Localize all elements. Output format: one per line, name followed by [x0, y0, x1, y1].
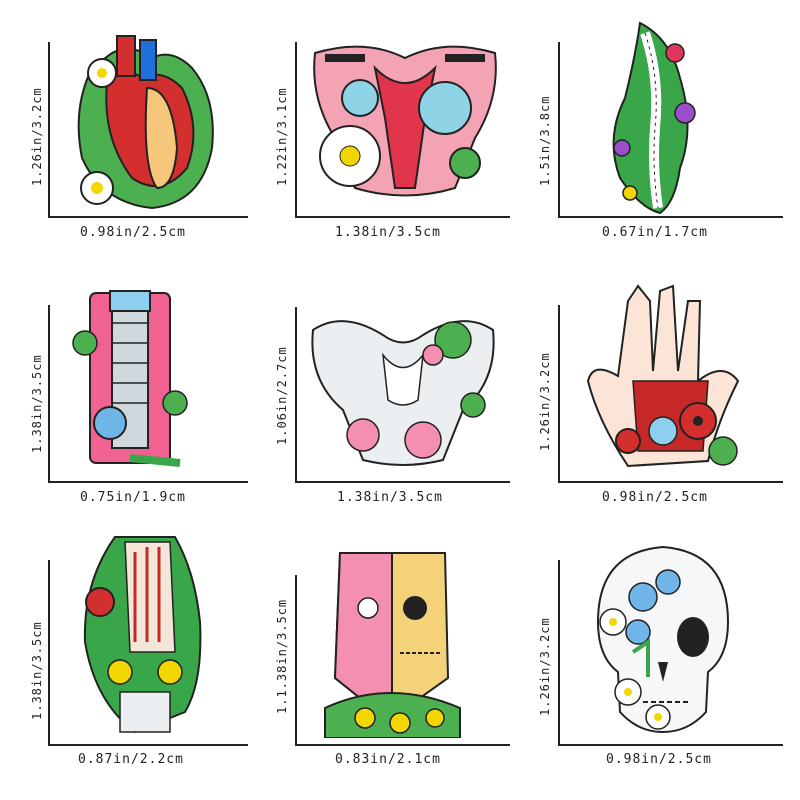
pelvis-pin-image [311, 320, 495, 466]
height-label: 1.26in/3.2cm [30, 87, 44, 186]
width-label: 0.83in/2.1cm [335, 752, 441, 767]
width-label: 0.87in/2.2cm [78, 752, 184, 767]
spine-pin-image [612, 21, 696, 215]
heart-pin-image [77, 35, 214, 210]
height-dimension-line [48, 305, 50, 483]
width-dimension-line [48, 216, 248, 218]
height-label: 1.38in/3.5cm [30, 354, 44, 453]
pin-card-hand: 1.26in/3.2cm 0.98in/2.5cm [538, 265, 800, 525]
height-label: 1.26in/3.2cm [538, 352, 552, 451]
width-dimension-line [558, 216, 783, 218]
height-dimension-line [558, 560, 560, 746]
width-label: 1.38in/3.5cm [335, 225, 441, 240]
pin-card-throat: 1.38in/3.5cm 0.75in/1.9cm [0, 265, 260, 525]
height-label: 1.22in/3.1cm [275, 87, 289, 186]
throat-pin-image [72, 290, 188, 467]
pin-card-uterus: 1.22in/3.1cm 1.38in/3.5cm [265, 0, 525, 260]
width-label: 0.98in/2.5cm [602, 490, 708, 505]
width-dimension-line [295, 744, 510, 746]
height-label: 1.26in/3.2cm [538, 617, 552, 716]
height-label: 1.06in/2.7cm [275, 346, 289, 445]
head-pin-image [324, 552, 461, 738]
width-dimension-line [48, 744, 248, 746]
pin-card-foot: 1.38in/3.5cm 0.87in/2.2cm [0, 530, 260, 790]
height-label: 1.1.38in/3.5cm [275, 598, 289, 714]
pin-card-heart: 1.26in/3.2cm 0.98in/2.5cm [0, 0, 260, 260]
height-dimension-line [295, 575, 297, 746]
foot-pin-image [83, 536, 202, 734]
height-label: 1.38in/3.5cm [30, 621, 44, 720]
height-dimension-line [295, 42, 297, 218]
width-dimension-line [295, 216, 510, 218]
width-label: 0.98in/2.5cm [80, 225, 186, 240]
hand-pin-image [586, 284, 740, 468]
height-label: 1.5in/3.8cm [538, 95, 552, 186]
width-dimension-line [48, 481, 248, 483]
width-label: 0.75in/1.9cm [80, 490, 186, 505]
pin-card-spine: 1.5in/3.8cm 0.67in/1.7cm [538, 0, 800, 260]
width-label: 1.38in/3.5cm [337, 490, 443, 505]
pin-card-skull: 1.26in/3.2cm 0.98in/2.5cm [538, 530, 800, 790]
pin-card-pelvis: 1.06in/2.7cm 1.38in/3.5cm [265, 265, 525, 525]
height-dimension-line [558, 42, 560, 218]
height-dimension-line [295, 307, 297, 481]
height-dimension-line [48, 42, 50, 218]
width-label: 0.98in/2.5cm [606, 752, 712, 767]
height-dimension-line [48, 560, 50, 746]
width-dimension-line [295, 481, 510, 483]
pin-card-head: 1.1.38in/3.5cm 0.83in/2.1cm [265, 530, 525, 790]
skull-pin-image [596, 545, 730, 734]
height-dimension-line [558, 305, 560, 483]
width-dimension-line [558, 481, 783, 483]
width-label: 0.67in/1.7cm [602, 225, 708, 240]
uterus-pin-image [313, 45, 497, 197]
width-dimension-line [558, 744, 783, 746]
